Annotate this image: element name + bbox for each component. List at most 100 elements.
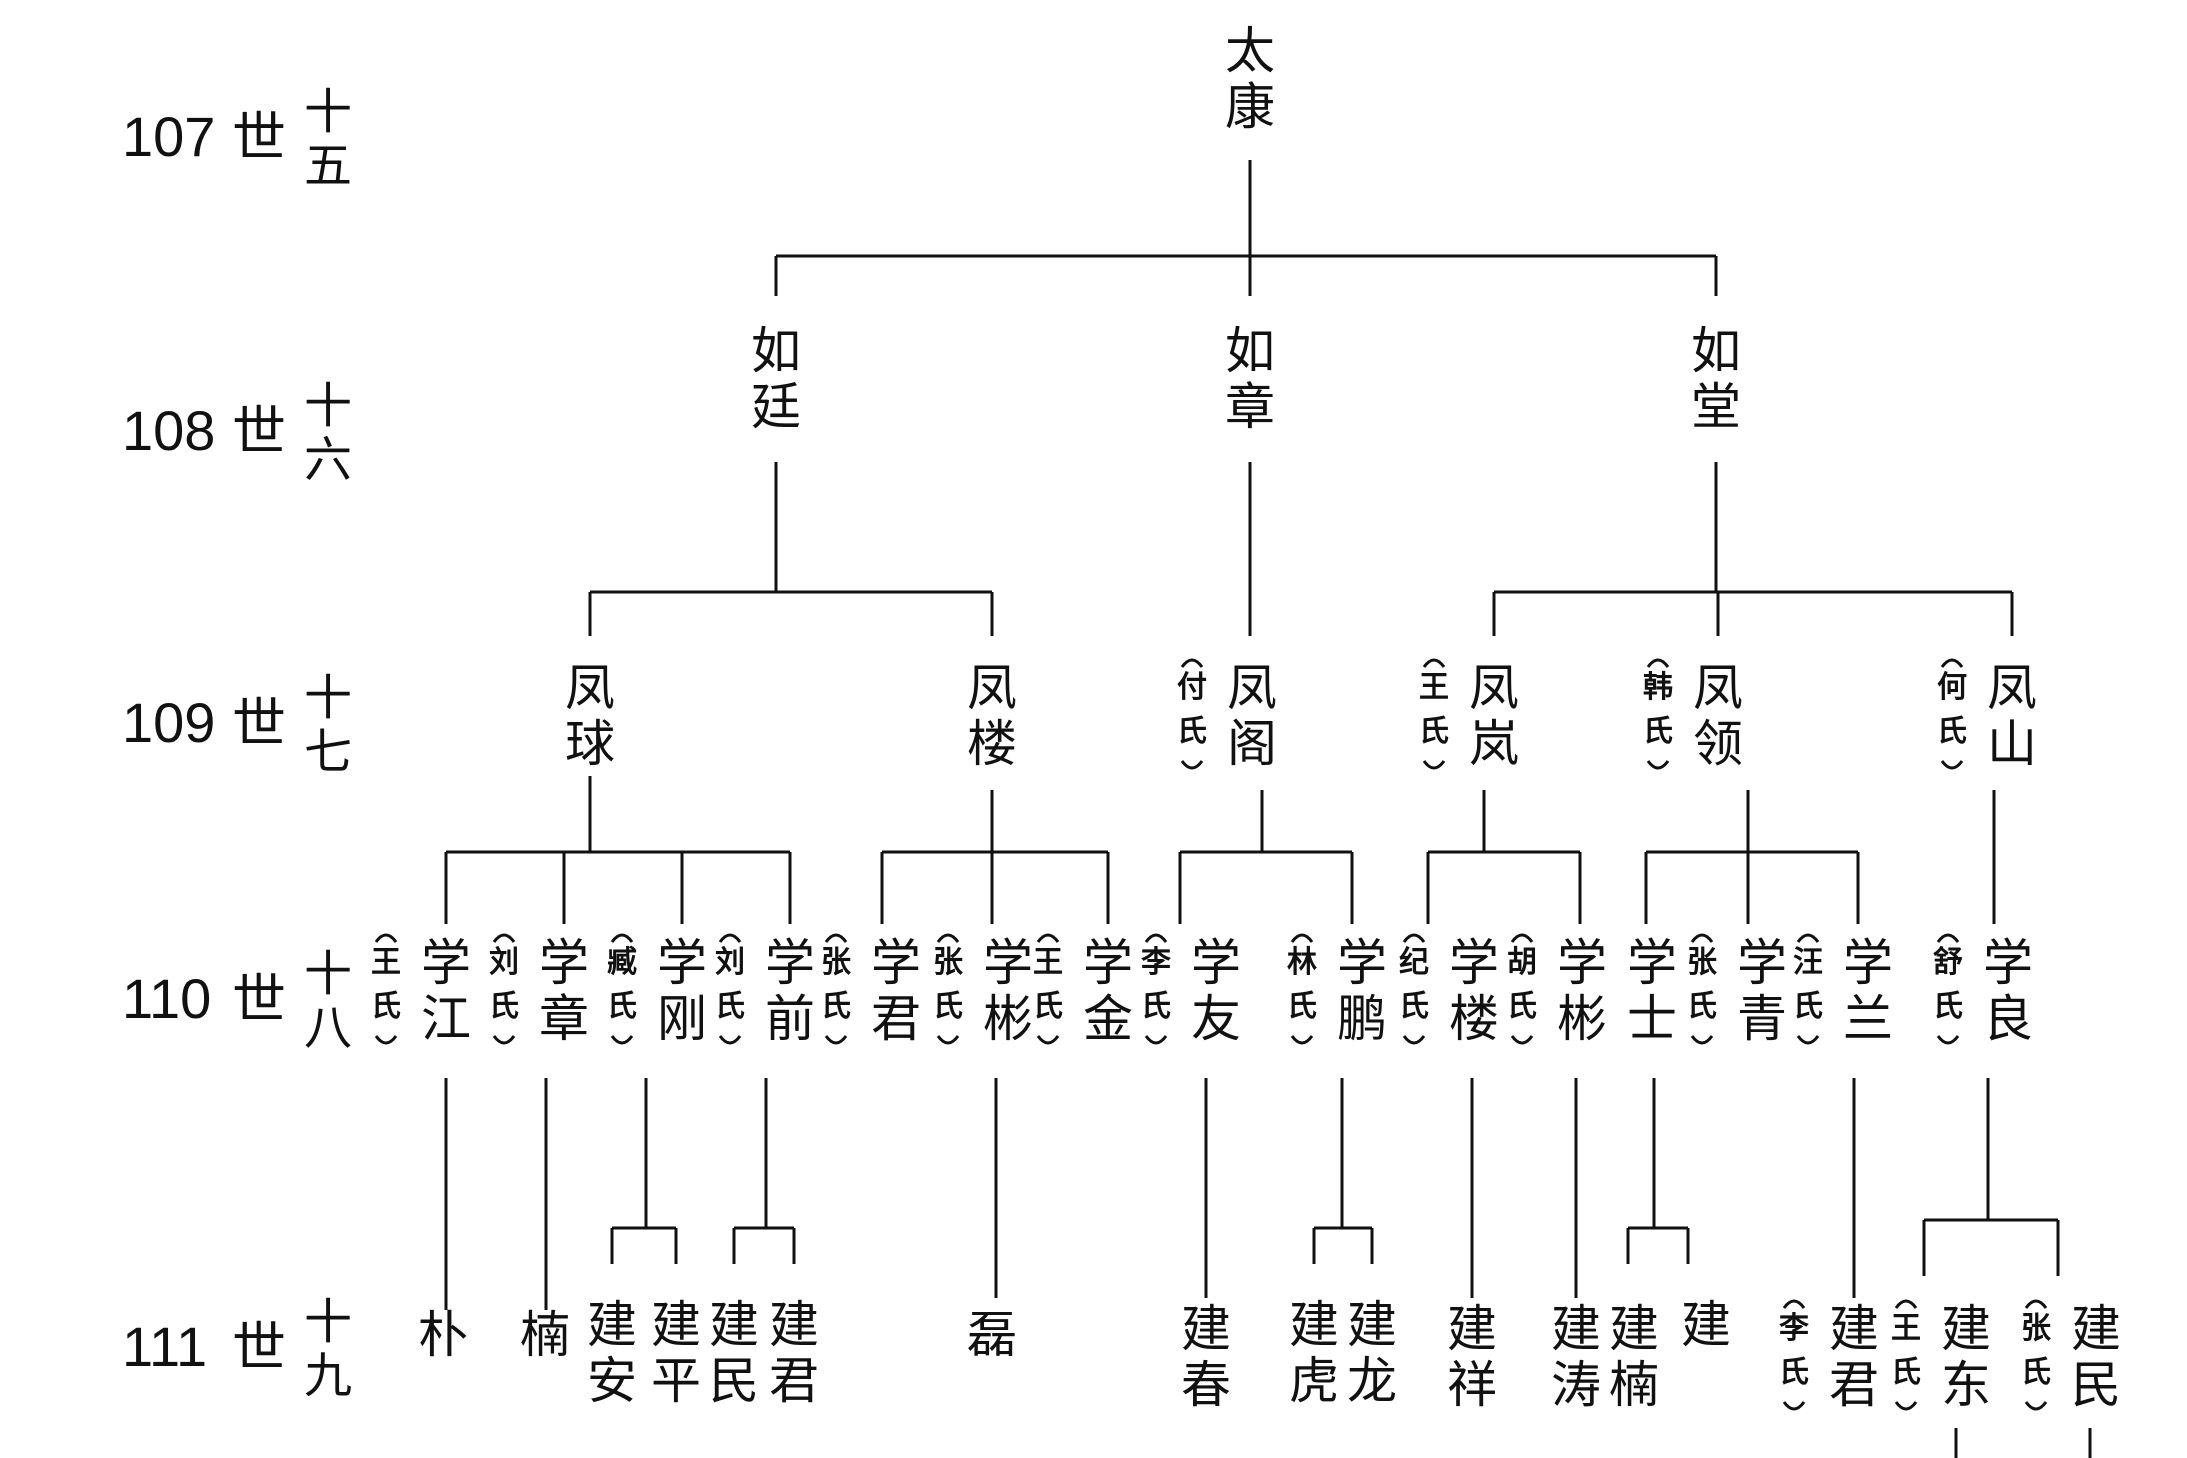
person-name-char: 学 — [1337, 934, 1387, 992]
person-name-char: 楠 — [520, 1306, 570, 1364]
person-name-char: 岚 — [1469, 715, 1519, 773]
person-name-char: 友 — [1191, 990, 1241, 1048]
person-name-char: 楼 — [967, 715, 1017, 773]
generation-shi-label: 世 — [232, 400, 286, 463]
spouse-label: 李氏 — [1779, 1299, 1809, 1411]
spouse-name-char: 何 — [1937, 670, 1967, 705]
spouse-bracket-bottom — [1144, 1035, 1168, 1045]
spouse-bracket-bottom — [1782, 1401, 1806, 1411]
person-name-char: 建 — [587, 1296, 637, 1354]
person-name-char: 君 — [871, 990, 921, 1048]
person-name-char: 涛 — [1551, 1356, 1601, 1414]
generation-chinese-numeral: 十 — [304, 670, 352, 726]
spouse-name-char: 氏 — [1643, 714, 1673, 749]
person-ruting: 如廷 — [751, 322, 801, 436]
spouse-name-char: 王 — [1891, 1311, 1921, 1346]
spouse-bracket-top — [1036, 933, 1060, 943]
spouse-name-char: 氏 — [607, 989, 637, 1024]
spouse-name-char: 氏 — [1507, 989, 1537, 1024]
person-name-char: 平 — [651, 1352, 701, 1410]
spouse-label: 舒氏 — [1933, 933, 1963, 1045]
person-name-char: 建 — [651, 1296, 701, 1354]
person-name-char: 廷 — [751, 378, 801, 436]
spouse-name-char: 氏 — [2021, 1355, 2051, 1390]
person-name-char: 建 — [1829, 1300, 1879, 1358]
generation-shi-label: 世 — [232, 1316, 286, 1379]
spouse-bracket-bottom — [1180, 760, 1204, 770]
person-jianhu: 建虎 — [1289, 1296, 1339, 1410]
person-name-char: 江 — [421, 990, 471, 1048]
persons: 太康如廷如章如堂凤球凤楼凤阁付氏凤岚王氏凤领韩氏凤山何氏学江王氏学章刘氏学刚臧氏… — [371, 22, 2121, 1414]
spouse-bracket-top — [1144, 933, 1168, 943]
person-name-char: 青 — [1737, 990, 1787, 1048]
person-name-char: 建 — [1941, 1300, 1991, 1358]
spouse-name-char: 氏 — [1287, 989, 1317, 1024]
spouse-name-char: 氏 — [489, 989, 519, 1024]
spouse-name-char: 汪 — [1793, 945, 1823, 980]
person-name-char: 楼 — [1449, 990, 1499, 1048]
person-name-char: 兰 — [1843, 990, 1893, 1048]
generation-number: 108 — [122, 399, 215, 462]
spouse-bracket-bottom — [1422, 760, 1446, 770]
spouse-bracket-bottom — [492, 1035, 516, 1045]
person-name-char: 建 — [769, 1296, 819, 1354]
spouse-label: 刘氏 — [715, 933, 745, 1045]
spouse-bracket-top — [1646, 658, 1670, 668]
spouse-name-char: 王 — [1419, 670, 1449, 705]
person-name-char: 凤 — [967, 659, 1017, 717]
person-jianmin: 建民 — [709, 1296, 759, 1410]
person-jianxiang: 建祥 — [1447, 1300, 1497, 1414]
person-jianjun: 建君 — [769, 1296, 819, 1410]
spouse-label: 张氏 — [1687, 933, 1717, 1045]
person-jiantao: 建涛 — [1551, 1300, 1601, 1414]
person-lei: 磊 — [967, 1306, 1017, 1364]
person-nan: 楠 — [520, 1306, 570, 1364]
person-name-char: 凤 — [565, 659, 615, 717]
spouse-bracket-bottom — [374, 1035, 398, 1045]
person-name-char: 安 — [587, 1352, 637, 1410]
person-fengqiu: 凤球 — [565, 659, 615, 773]
person-rutang: 如堂 — [1691, 322, 1741, 436]
person-name-char: 阁 — [1227, 715, 1277, 773]
spouse-label: 王氏 — [371, 933, 401, 1045]
person-name-char: 民 — [2071, 1356, 2121, 1414]
spouse-label: 林氏 — [1287, 933, 1317, 1045]
person-name-char: 君 — [1829, 1356, 1879, 1414]
spouse-label: 汪氏 — [1793, 933, 1823, 1045]
spouse-bracket-top — [1796, 933, 1820, 943]
spouse-bracket-top — [2024, 1299, 2048, 1309]
spouse-label: 臧氏 — [607, 933, 637, 1045]
person-name-char: 章 — [1225, 378, 1275, 436]
person-fenglou: 凤楼 — [967, 659, 1017, 773]
spouse-name-char: 李 — [1779, 1311, 1809, 1346]
spouse-name-char: 纪 — [1399, 945, 1429, 980]
person-name-char: 凤 — [1693, 659, 1743, 717]
spouse-bracket-top — [936, 933, 960, 943]
person-name-char: 建 — [1181, 1300, 1231, 1358]
person-name-char: 康 — [1225, 78, 1275, 136]
generation-chinese-numeral: 八 — [304, 1000, 352, 1056]
spouse-name-char: 氏 — [1933, 989, 1963, 1024]
spouse-bracket-top — [718, 933, 742, 943]
person-name-char: 章 — [539, 990, 589, 1048]
spouse-bracket-bottom — [2024, 1401, 2048, 1411]
spouse-name-char: 氏 — [371, 989, 401, 1024]
person-xueshi: 学士 — [1627, 934, 1677, 1048]
spouse-bracket-bottom — [936, 1035, 960, 1045]
spouse-name-char: 张 — [1687, 945, 1717, 980]
person-jianchun: 建春 — [1181, 1300, 1231, 1414]
spouse-bracket-top — [1422, 658, 1446, 668]
spouse-name-char: 氏 — [1399, 989, 1429, 1024]
generation-number: 111 — [122, 1315, 207, 1378]
